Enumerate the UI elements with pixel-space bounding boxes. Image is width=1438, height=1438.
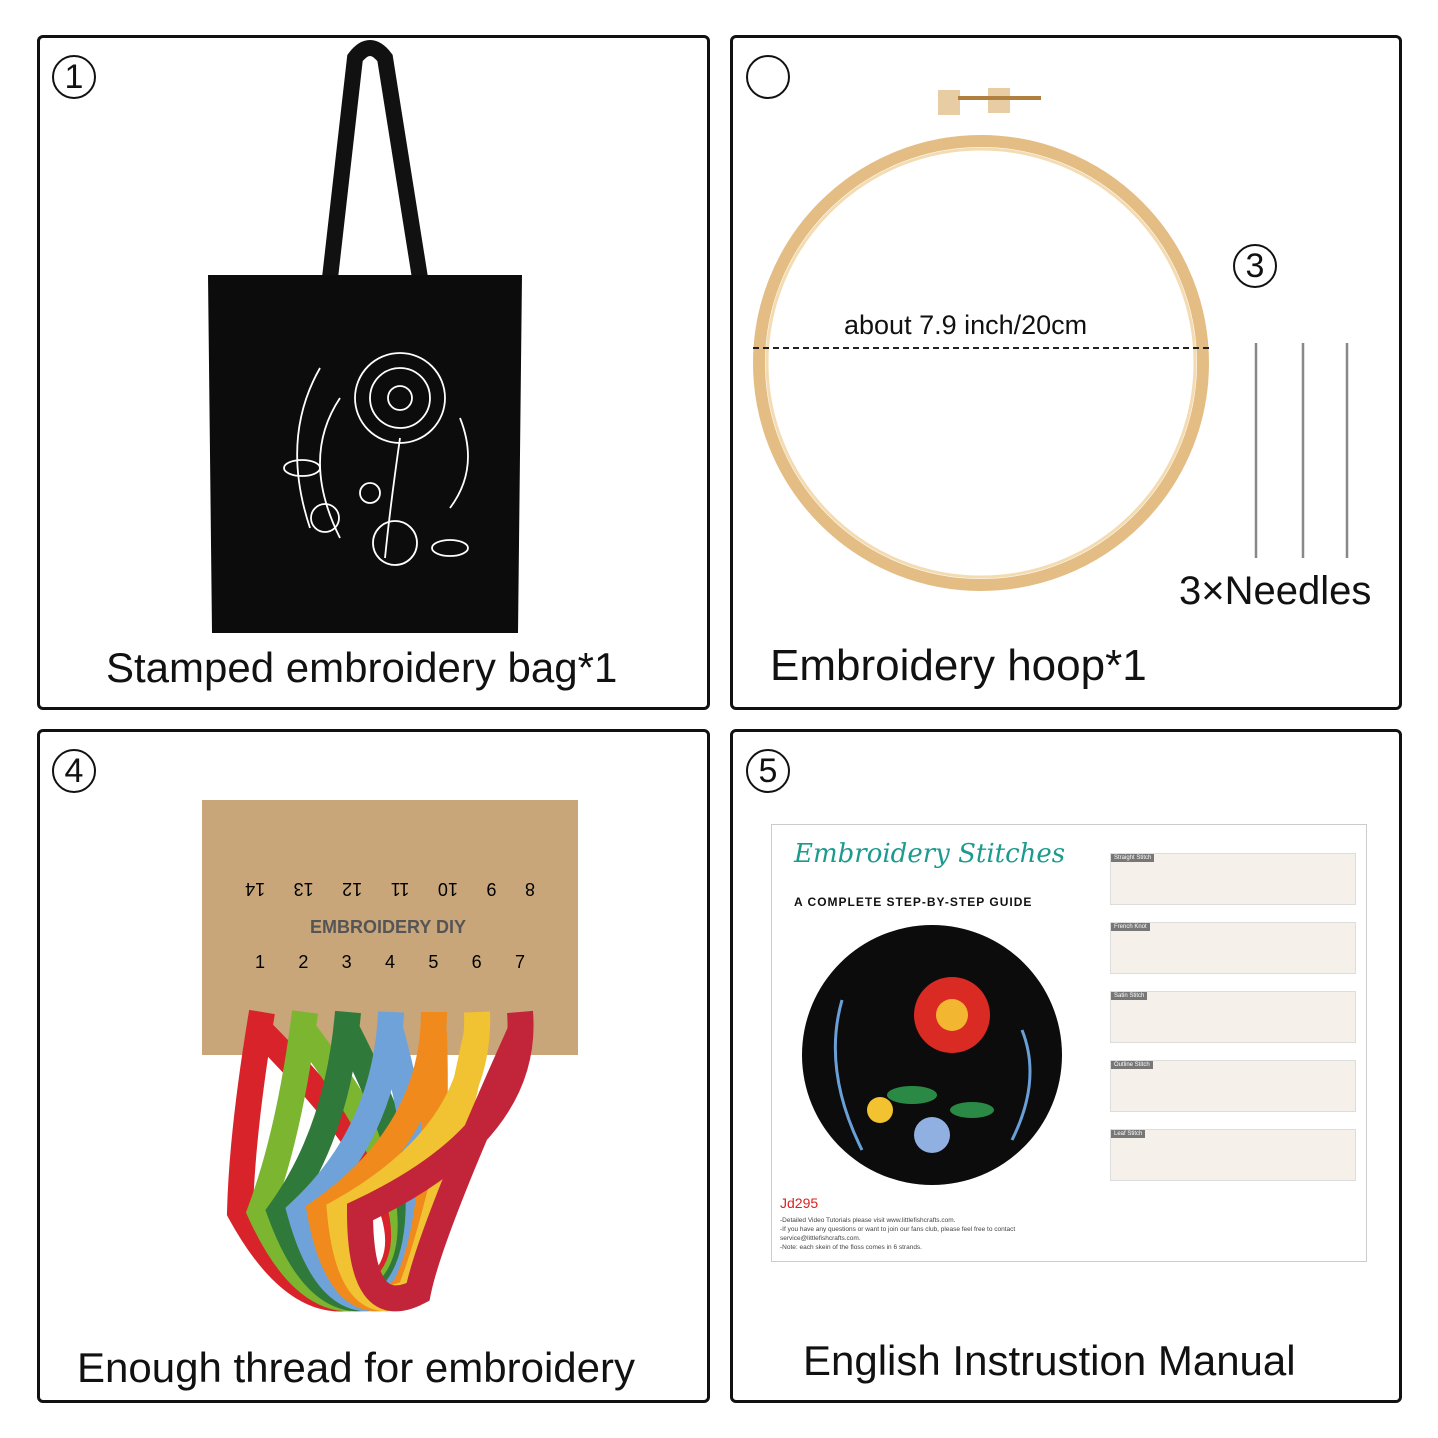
panel-manual: 5 Embroidery Stitches A COMPLETE STEP-BY… <box>730 729 1402 1403</box>
stitch-label: Leaf Stitch <box>1111 1130 1146 1138</box>
caption: Stamped embroidery bag*1 <box>106 644 618 691</box>
panel-hoop: about 7.9 inch/20cm 3 3×Needles Embroide… <box>730 35 1402 710</box>
stitch-label: Straight Stitch <box>1111 854 1155 862</box>
slot-number: 2 <box>298 952 309 972</box>
number-badge: 1 <box>52 55 96 99</box>
manual-note: service@littlefishcrafts.com. <box>780 1235 861 1242</box>
stitch-label: Outline Stitch <box>1111 1061 1153 1069</box>
manual-subtitle: A COMPLETE STEP-BY-STEP GUIDE <box>794 895 1033 909</box>
number-badge-needles: 3 <box>1233 244 1277 288</box>
caption: Embroidery hoop*1 <box>770 641 1147 690</box>
thread-skein <box>346 1010 534 1312</box>
stitch-step: French Knot <box>1110 922 1356 974</box>
stitch-label: French Knot <box>1111 923 1150 931</box>
stitch-step: Straight Stitch <box>1110 853 1356 905</box>
manual-note: -Detailed Video Tutorials please visit w… <box>780 1217 956 1224</box>
stitch-step: Satin Stitch <box>1110 991 1356 1043</box>
panel-bag: 1 Stamped embroidery bag*1 <box>37 35 710 710</box>
slot-number: 3 <box>341 952 352 972</box>
slot-number: 6 <box>471 952 482 972</box>
needles-caption: 3×Needles <box>1179 569 1372 613</box>
stitch-step: Outline Stitch <box>1110 1060 1356 1112</box>
thread-skeins-image <box>226 1009 534 1312</box>
stitch-steps: Straight Stitch French Knot Satin Stitch… <box>1110 853 1356 1198</box>
manual-note: -Note: each skein of the floss comes in … <box>780 1244 922 1251</box>
card-brand: EMBROIDERY DIY <box>310 917 467 937</box>
number-badge: 4 <box>52 749 96 793</box>
product-code: Jd295 <box>780 1195 819 1211</box>
stitch-step: Leaf Stitch <box>1110 1129 1356 1181</box>
slot-number: 5 <box>428 952 439 972</box>
instruction-manual: Embroidery Stitches A COMPLETE STEP-BY-S… <box>771 824 1367 1262</box>
hoop-size-label: about 7.9 inch/20cm <box>844 310 1088 340</box>
manual-title: Embroidery Stitches <box>794 839 1066 869</box>
slot-number: 7 <box>514 952 525 972</box>
slot-number: 1 <box>255 952 266 972</box>
slot-number: 4 <box>384 952 395 972</box>
number-badge: 5 <box>746 749 790 793</box>
tote-bag-image <box>208 40 522 633</box>
caption: English Instrustion Manual <box>803 1337 1296 1384</box>
manual-note: -If you have any questions or want to jo… <box>780 1226 1016 1233</box>
number-badge <box>746 55 790 99</box>
caption: Enough thread for embroidery <box>77 1344 635 1391</box>
stitch-label: Satin Stitch <box>1111 992 1148 1000</box>
bottom-numbers: 1 2 3 4 5 6 7 <box>255 952 525 973</box>
embroidery-hoop-illustration <box>802 925 1062 1185</box>
hoop-image <box>753 88 1349 591</box>
